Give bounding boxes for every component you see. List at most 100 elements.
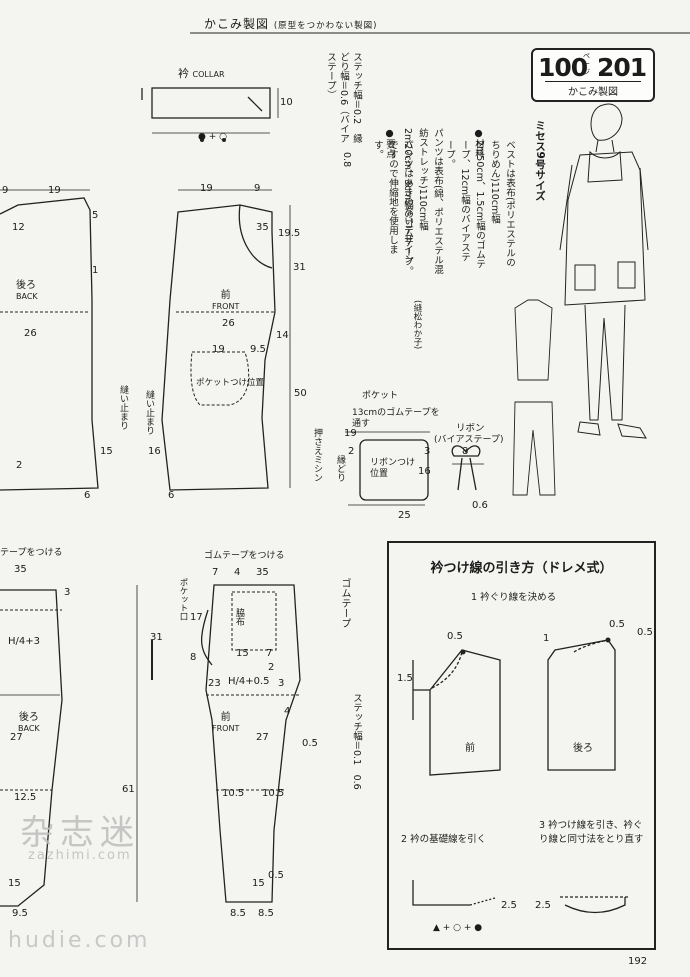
- designer-credit: (縫松わか子): [412, 300, 422, 350]
- collar-label-jp: 衿: [178, 67, 189, 80]
- pants-front-dim-35: 35: [256, 567, 269, 578]
- pants-back-dim-15: 15: [8, 878, 21, 889]
- pants-front-dim-85a: 8.5: [230, 908, 246, 919]
- vest-dim-95: 9.5: [250, 344, 266, 355]
- vest-dim-19c: 19: [212, 344, 225, 355]
- pocket-dim-16: 16: [418, 466, 431, 477]
- pants-back-dim-h4: H/4+3: [8, 636, 40, 647]
- vest-dim-5: 5: [92, 210, 99, 221]
- collar-height: 10: [280, 97, 293, 108]
- pants-front-dim-4a: 4: [234, 567, 241, 578]
- pants-front-dim-105a: 10.5: [222, 788, 245, 799]
- pants-back-label-jp: 後ろ: [18, 712, 39, 723]
- vest-dim-19a: 19: [48, 185, 61, 196]
- vest-pocket-position: ポケットつけ位置: [196, 378, 265, 388]
- vest-back-label: 後ろ BACK: [16, 276, 38, 302]
- vest-front-label-en: FRONT: [212, 302, 240, 311]
- pocket-elastic-note: 13cmのゴムテープを通す: [352, 408, 440, 429]
- howto-dim-05b: 0.5: [609, 619, 625, 630]
- pocket-dim-2: 2: [348, 446, 355, 457]
- pants-front-dim-2: 2: [268, 662, 275, 673]
- pocket-edge-note: 縁どり: [335, 455, 345, 482]
- howto-dim-25b: 2.5: [535, 900, 551, 911]
- pants-front-dim-105b: 10.5: [262, 788, 285, 799]
- pants-front-label: 前 FRONT: [212, 708, 239, 734]
- vest-dim-19b: 19: [200, 183, 213, 194]
- howto-title: 衿つけ線の引き方（ドレメ式）: [430, 561, 613, 576]
- vest-dim-6b: 6: [168, 490, 175, 501]
- vest-dim-9a: 9: [2, 185, 9, 196]
- points-heading: ●要点: [384, 128, 395, 158]
- collar-length-marks: ● + ○: [198, 132, 227, 142]
- pants-back-dim-95: 9.5: [12, 908, 28, 919]
- points-text: パンツはあきのないデザインですので伸縮地を使用します。: [372, 140, 413, 264]
- pants-back-elastic-label: テープをつける: [0, 548, 63, 558]
- header-subtitle: (原型をつかわない製図): [273, 21, 378, 31]
- vest-dim-2: 2: [16, 460, 23, 471]
- vest-dim-16: 16: [148, 446, 161, 457]
- pants-front-dim-27: 27: [256, 732, 269, 743]
- vest-dim-31: 31: [293, 262, 306, 273]
- materials-vest: ベストは表布(ポリエステルのちりめん)110cm幅2m50cm、1.5cm幅のゴ…: [444, 140, 515, 269]
- materials-heading-text: ●材料: [473, 128, 484, 158]
- pants-front-dim-17: 17: [190, 612, 203, 623]
- watermark-hudie: hudie.com: [8, 928, 151, 953]
- watermark-zazhimi-url: zazhimi.com: [28, 848, 132, 863]
- pocket-label: ポケット: [362, 391, 399, 401]
- collar-stitch-note-short: 0.8: [341, 152, 352, 168]
- pants-elastic-vertical: ゴムテープ: [339, 578, 350, 628]
- pants-front-dim-3: 3: [278, 678, 285, 689]
- pants-front-dim-31: 31: [150, 632, 163, 643]
- pocket-dim-3: 3: [424, 446, 431, 457]
- vest-dim-26a: 26: [24, 328, 37, 339]
- header-title-text: かこみ製図: [204, 17, 270, 31]
- pants-back-dim-27: 27: [10, 732, 23, 743]
- vest-dim-26b: 26: [222, 318, 235, 329]
- collar-line-howto-box: 衿つけ線の引き方（ドレメ式） 1 衿ぐり線を決める 2 衿の基礎線を引く 3 衿…: [387, 541, 656, 950]
- ribbon-dim-06: 0.6: [472, 500, 488, 511]
- pants-front-dim-4b: 4: [284, 706, 291, 717]
- pocket-dim-19: 19: [344, 428, 357, 439]
- howto-front-label: 前: [465, 743, 475, 754]
- howto-dim-15: 1.5: [397, 673, 413, 684]
- ribbon-label: リボン: [456, 423, 485, 434]
- pants-pocket-mouth: ポケット口: [178, 578, 188, 621]
- collar-label: 衿 COLLAR: [178, 65, 225, 81]
- pocket-dim-25: 25: [398, 510, 411, 521]
- watermark-zazhimi: 杂志迷: [20, 813, 140, 853]
- vest-back-label-jp: 後ろ: [16, 280, 36, 291]
- pants-front-label-en: FRONT: [212, 724, 240, 733]
- vest-front-label-jp: 前: [220, 290, 231, 301]
- collar-label-en: COLLAR: [192, 70, 225, 79]
- ribbon-sub: (バイアステープ): [434, 435, 504, 445]
- vest-front-label: 前 FRONT: [212, 286, 239, 312]
- howto-dim-25a: 2.5: [501, 900, 517, 911]
- badge-page-ref: 100: [538, 53, 588, 82]
- howto-marks: ▲ + ○ + ●: [433, 923, 483, 933]
- howto-step-1: 1 衿ぐり線を決める: [471, 592, 557, 603]
- vest-dim-12: 12: [12, 222, 25, 233]
- ribbon-dim-8: 8: [462, 446, 469, 457]
- pants-front-dim-05: 0.5: [302, 738, 318, 749]
- pants-front-dim-15: 15: [236, 648, 249, 659]
- pants-front-dim-h4: H/4+0.5: [228, 676, 270, 687]
- page-number: 192: [628, 956, 648, 967]
- vest-dim-35: 35: [256, 222, 269, 233]
- pocket-ribbon-position: リボンつけ位置: [370, 458, 416, 479]
- pocket-press-note: 押さえミシン: [312, 428, 322, 482]
- materials-heading: ●材料: [472, 128, 485, 278]
- vest-front-side-note: 縫い止まり: [144, 390, 154, 435]
- vest-dim-9b: 9: [254, 183, 261, 194]
- size-label: ミセス9号サイズ: [534, 120, 546, 201]
- vest-dim-195: 19.5: [278, 228, 301, 239]
- pants-front-elastic-label: ゴムテープをつける: [204, 551, 285, 561]
- pants-stitch-note: ステッチ幅＝0.1 0.6: [351, 693, 362, 790]
- pants-back-dim-125: 12.5: [14, 792, 37, 803]
- howto-step-2: 2 衿の基礎線を引く: [401, 834, 487, 845]
- badge-page-unit: ページ: [583, 52, 590, 76]
- badge-number: 201: [597, 53, 647, 82]
- pants-back-label-en: BACK: [18, 724, 40, 733]
- collar-stitch-note: ステッチ幅＝0.2 縁どり幅＝0.6（バイアステープ）: [325, 52, 362, 144]
- howto-dim-1: 1: [543, 633, 550, 644]
